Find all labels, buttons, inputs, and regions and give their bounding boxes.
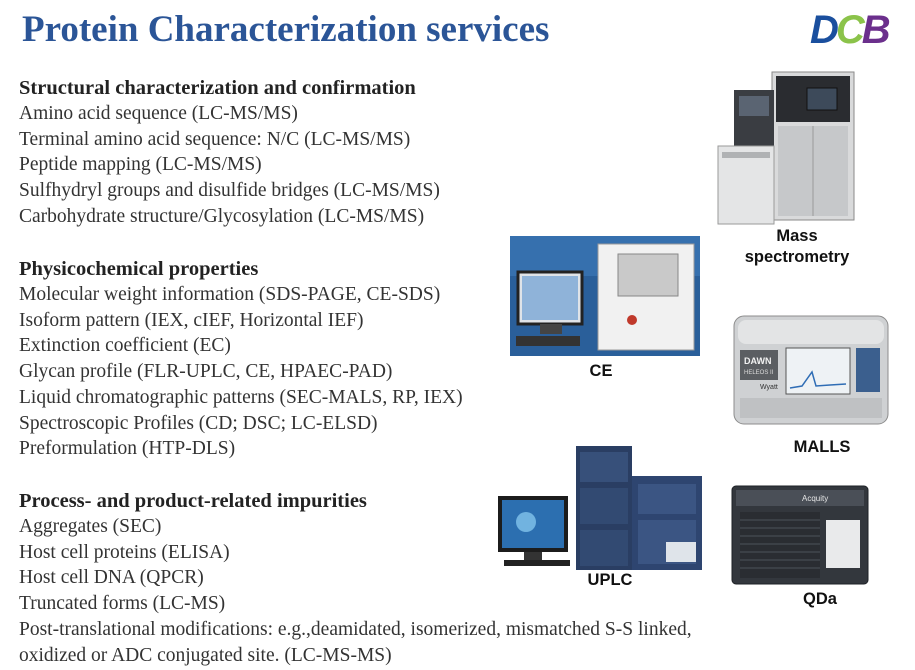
- list-item: Molecular weight information (SDS-PAGE, …: [19, 284, 441, 305]
- mass-spectrometer-image: [717, 71, 855, 225]
- list-item: Glycan profile (FLR-UPLC, CE, HPAEC-PAD): [19, 361, 393, 383]
- uplc-instrument-image: [498, 446, 702, 570]
- malls-caption: MALLS: [793, 438, 851, 456]
- list-item: Peptide mapping (LC-MS/MS): [19, 154, 262, 176]
- qda-instrument-image: Acquity: [731, 485, 869, 585]
- malls-sub: HELEOS II: [744, 370, 774, 376]
- section-impurities: Process- and product-related impurities …: [19, 489, 692, 668]
- list-item: Host cell DNA (QPCR): [19, 567, 204, 589]
- caption-line: Mass: [776, 227, 818, 245]
- malls-brand: DAWN: [744, 356, 772, 366]
- malls-maker: Wyatt: [760, 384, 778, 391]
- list-item: Carbohydrate structure/Glycosylation (LC…: [19, 205, 425, 227]
- list-item: Liquid chromatographic patterns (SEC-MAL…: [19, 386, 463, 408]
- list-item: Aggregates (SEC): [19, 516, 162, 537]
- section-heading: Process- and product-related impurities: [19, 490, 367, 512]
- section-physicochemical: Physicochemical properties Molecular wei…: [19, 257, 463, 462]
- logo-text: DCB: [810, 8, 891, 52]
- company-logo: DCB: [810, 8, 896, 52]
- uplc-caption: UPLC: [587, 571, 633, 589]
- section-structural: Structural characterization and confirma…: [19, 76, 440, 230]
- section-heading: Physicochemical properties: [19, 258, 259, 280]
- ce-caption: CE: [589, 362, 613, 380]
- list-item: Amino acid sequence (LC-MS/MS): [19, 103, 298, 124]
- mass-spec-caption: Mass spectrometry: [727, 226, 867, 268]
- list-item: Truncated forms (LC-MS): [19, 593, 226, 615]
- list-item: Terminal amino acid sequence: N/C (LC-MS…: [19, 128, 411, 150]
- caption-line: spectrometry: [744, 248, 850, 266]
- list-item: Host cell proteins (ELISA): [19, 541, 230, 563]
- ce-instrument-image: [510, 236, 700, 356]
- qda-brand: Acquity: [802, 494, 828, 503]
- qda-caption: QDa: [803, 590, 837, 608]
- list-item: Sulfhydryl groups and disulfide bridges …: [19, 180, 440, 202]
- section-heading: Structural characterization and confirma…: [19, 77, 416, 99]
- list-item: Spectroscopic Profiles (CD; DSC; LC-ELSD…: [19, 412, 378, 434]
- malls-instrument-image: DAWN HELEOS II Wyatt: [733, 315, 889, 425]
- page-title: Protein Characterization services: [22, 9, 550, 50]
- list-item: Isoform pattern (IEX, cIEF, Horizontal I…: [19, 309, 364, 331]
- list-item: Extinction coefficient (EC): [19, 335, 231, 357]
- list-item: Preformulation (HTP-DLS): [19, 438, 236, 460]
- list-item: Post-translational modifications: e.g.,d…: [19, 618, 692, 640]
- list-item: oxidized or ADC conjugated site. (LC-MS-…: [19, 644, 392, 666]
